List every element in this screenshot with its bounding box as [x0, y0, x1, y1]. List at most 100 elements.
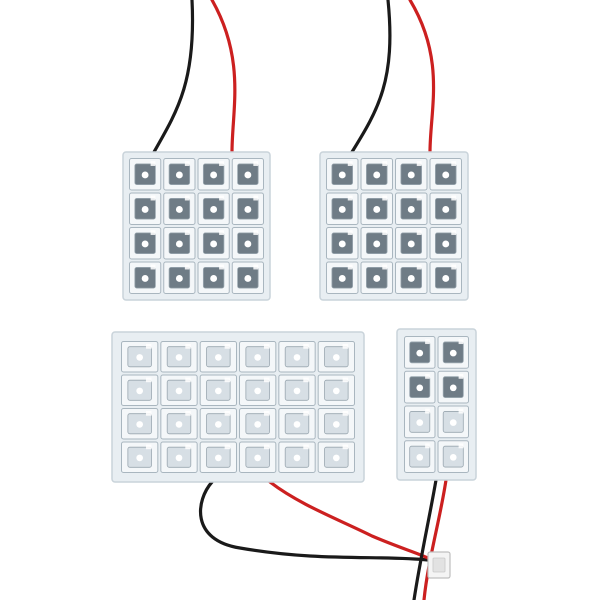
led-emitter	[332, 354, 340, 361]
led-highlight	[342, 377, 349, 383]
led-highlight	[145, 444, 152, 450]
led-cell	[404, 336, 436, 369]
led-cell	[231, 192, 264, 225]
led-emitter	[254, 354, 262, 361]
led-cell	[317, 441, 355, 473]
led-emitter	[442, 274, 450, 282]
led-emitter	[416, 349, 424, 357]
led-emitter	[214, 421, 222, 428]
led-emitter	[416, 453, 424, 461]
led-cell	[121, 441, 159, 473]
led-emitter	[175, 275, 183, 282]
led-highlight	[224, 444, 231, 450]
led-emitter	[449, 349, 457, 357]
led-highlight	[425, 373, 430, 379]
led-cell	[317, 374, 355, 406]
led-highlight	[303, 411, 309, 416]
led-highlight	[342, 344, 349, 349]
led-emitter	[407, 240, 415, 248]
led-highlight	[253, 230, 259, 235]
led-emitter	[136, 454, 144, 462]
led-emitter	[442, 240, 450, 248]
led-highlight	[219, 230, 224, 235]
led-highlight	[347, 264, 353, 270]
led-highlight	[145, 377, 152, 383]
led-highlight	[425, 443, 430, 449]
led-emitter	[214, 454, 222, 462]
led-emitter	[407, 171, 415, 179]
led-cell	[429, 158, 462, 191]
board-top-left	[122, 151, 271, 301]
led-highlight	[145, 344, 152, 349]
led-highlight	[263, 444, 270, 450]
led-cell	[278, 341, 316, 373]
led-highlight	[451, 264, 457, 270]
connectors-layer	[427, 551, 451, 579]
led-emitter	[141, 275, 149, 282]
led-cell	[437, 405, 469, 439]
led-cell	[129, 261, 162, 294]
led-highlight	[451, 230, 457, 235]
led-cell	[429, 227, 462, 260]
led-cell	[326, 158, 359, 191]
led-cell	[197, 261, 230, 294]
led-emitter	[210, 206, 218, 213]
led-cell	[231, 261, 264, 294]
led-cell	[163, 227, 196, 260]
led-emitter	[407, 274, 415, 282]
led-emitter	[254, 454, 262, 462]
led-highlight	[458, 443, 464, 449]
led-cell	[197, 227, 230, 260]
led-highlight	[382, 264, 388, 270]
led-emitter	[407, 205, 415, 213]
led-highlight	[382, 195, 388, 201]
led-highlight	[342, 444, 349, 450]
led-highlight	[150, 264, 156, 270]
led-highlight	[219, 264, 224, 270]
led-emitter	[244, 240, 252, 248]
led-cell	[163, 192, 196, 225]
led-emitter	[373, 240, 381, 248]
led-highlight	[458, 373, 464, 379]
led-highlight	[224, 377, 231, 383]
led-cell	[160, 341, 198, 373]
led-cell	[239, 341, 277, 373]
led-emitter	[416, 384, 424, 392]
led-cell	[163, 261, 196, 294]
led-emitter	[244, 275, 252, 282]
led-cell	[121, 408, 159, 440]
led-highlight	[184, 161, 190, 166]
led-emitter	[338, 274, 346, 282]
led-emitter	[442, 171, 450, 179]
board-top-right	[319, 151, 469, 301]
led-emitter	[141, 171, 149, 179]
led-cell	[197, 158, 230, 191]
led-highlight	[219, 161, 224, 166]
led-highlight	[263, 344, 270, 349]
led-cell	[278, 374, 316, 406]
led-highlight	[253, 264, 259, 270]
boards-layer	[111, 151, 477, 483]
led-highlight	[303, 377, 309, 383]
led-cell	[199, 341, 238, 373]
led-highlight	[416, 230, 422, 235]
led-emitter	[338, 205, 346, 213]
led-emitter	[373, 205, 381, 213]
led-highlight	[150, 230, 156, 235]
led-highlight	[347, 230, 353, 235]
led-emitter	[175, 387, 183, 395]
led-highlight	[342, 411, 349, 416]
led-highlight	[347, 161, 353, 166]
led-emitter	[373, 274, 381, 282]
led-cell	[317, 408, 355, 440]
wires-layer	[152, 0, 448, 600]
led-cell	[160, 374, 198, 406]
led-emitter	[210, 171, 218, 179]
led-cell	[326, 192, 359, 225]
led-cell	[239, 408, 277, 440]
led-emitter	[175, 240, 183, 248]
led-emitter	[416, 419, 424, 426]
led-cell	[437, 370, 469, 404]
plug-connector	[427, 551, 451, 579]
led-cell	[121, 341, 159, 373]
